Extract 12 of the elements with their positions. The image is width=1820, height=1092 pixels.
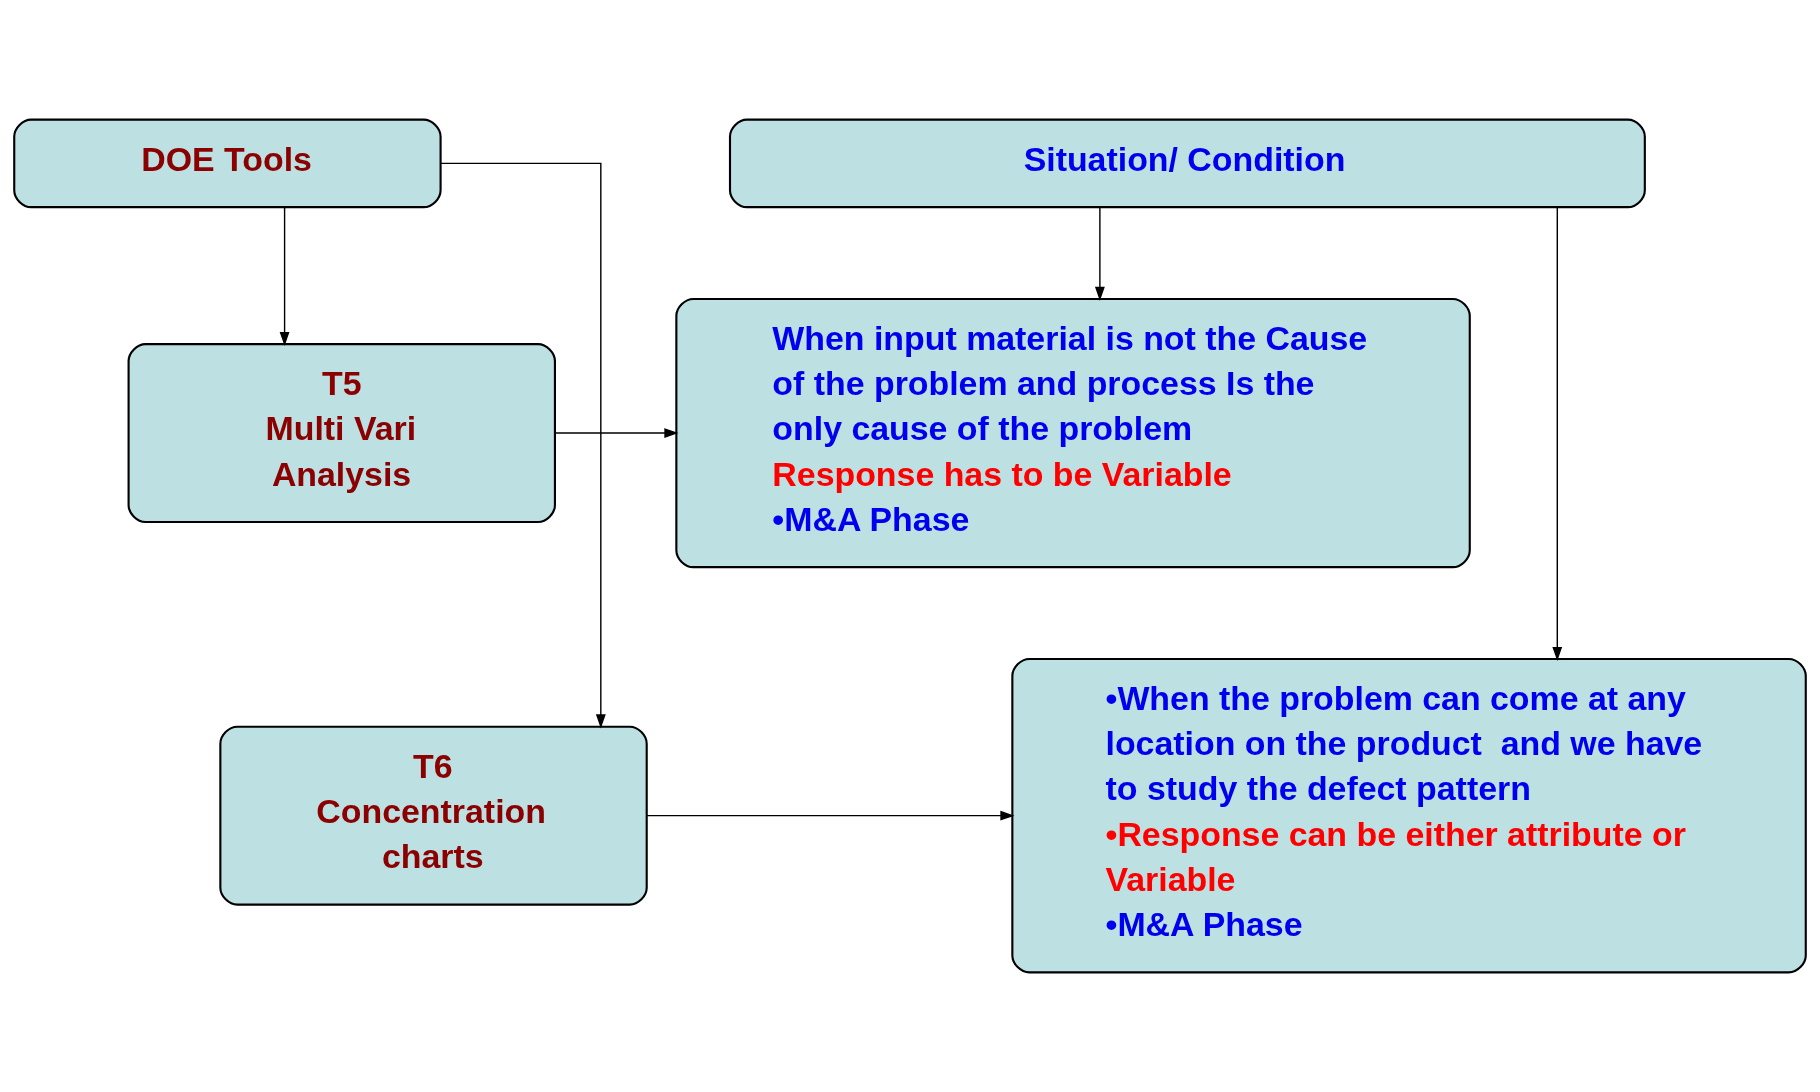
- node-box: DOE Tools: [13, 118, 442, 209]
- node-box: T5 Multi Vari Analysis: [127, 343, 556, 524]
- arrow: [1552, 206, 1563, 662]
- arrow: [1094, 206, 1105, 301]
- node-box: Situation/ Condition: [728, 118, 1646, 209]
- arrow: [279, 206, 290, 346]
- arrow: [554, 428, 679, 438]
- arrow: [646, 810, 1015, 821]
- node-box: When input material is not the Cause of the problem and process Is the only cause of the problem Response has to be Variable •M&A Phase: [675, 297, 1471, 569]
- node-box: T6 Concentration charts: [219, 725, 648, 906]
- arrow: [440, 162, 606, 729]
- node-box: •When the problem can come at any location on the product and we have to study the defect pattern •Response can be either attribute or Variable •M&A Phase: [1011, 657, 1807, 974]
